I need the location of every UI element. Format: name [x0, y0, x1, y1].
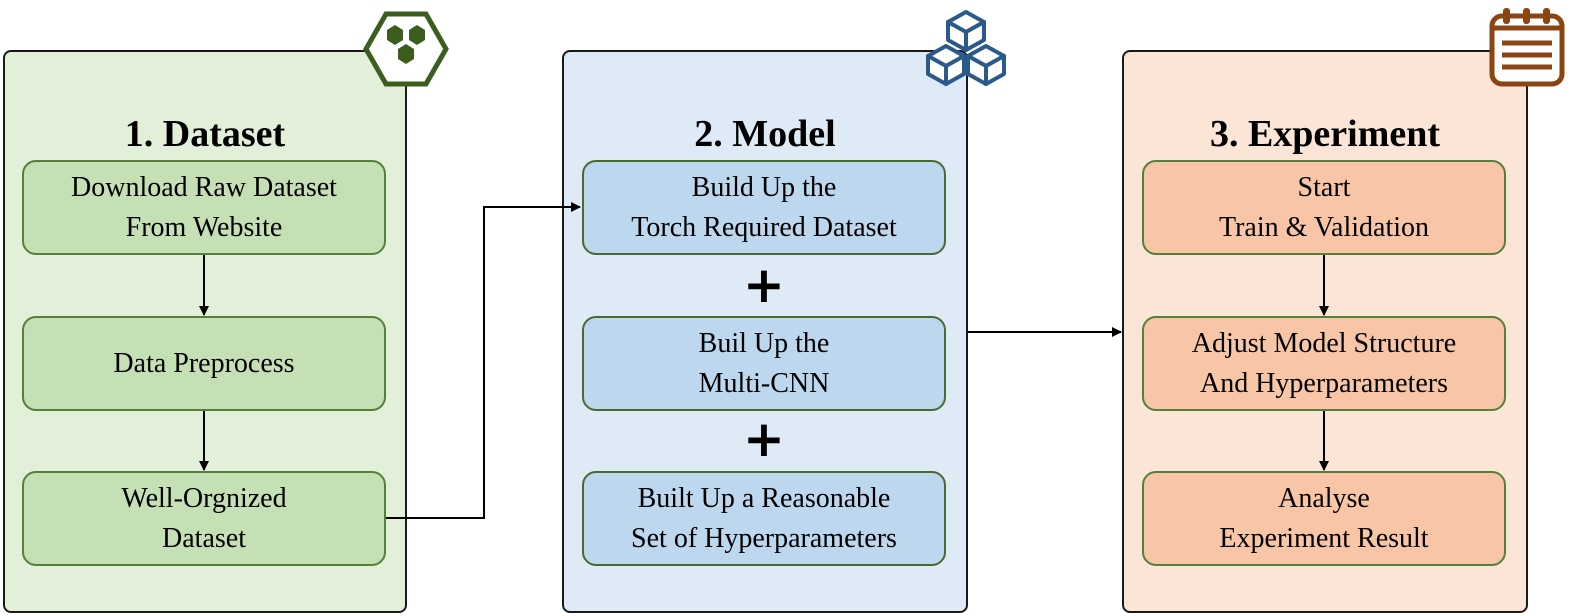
step-start-train-validation: Start Train & Validation [1142, 160, 1506, 255]
step-build-multi-cnn: Buil Up the Multi-CNN [582, 316, 946, 411]
step-well-organized-dataset: Well-Orgnized Dataset [22, 471, 386, 566]
cubes-icon [926, 10, 1006, 86]
plus-symbol-2: + [743, 410, 785, 468]
step-analyse-experiment-result: Analyse Experiment Result [1142, 471, 1506, 566]
plus-symbol-1: + [743, 256, 785, 314]
step-build-torch-dataset: Build Up the Torch Required Dataset [582, 160, 946, 255]
hexagon-cluster-icon [363, 11, 449, 87]
dataset-panel-title: 1. Dataset [124, 113, 286, 155]
model-panel-title: 2. Model [694, 113, 836, 155]
notepad-icon [1489, 8, 1565, 87]
step-data-preprocess: Data Preprocess [22, 316, 386, 411]
experiment-panel-title: 3. Experiment [1209, 113, 1441, 155]
step-adjust-model-structure: Adjust Model Structure And Hyperparamete… [1142, 316, 1506, 411]
step-build-hyperparameters: Built Up a Reasonable Set of Hyperparame… [582, 471, 946, 566]
arrow-dataset-to-model [386, 202, 581, 519]
step-download-raw-dataset: Download Raw Dataset From Website [22, 160, 386, 255]
